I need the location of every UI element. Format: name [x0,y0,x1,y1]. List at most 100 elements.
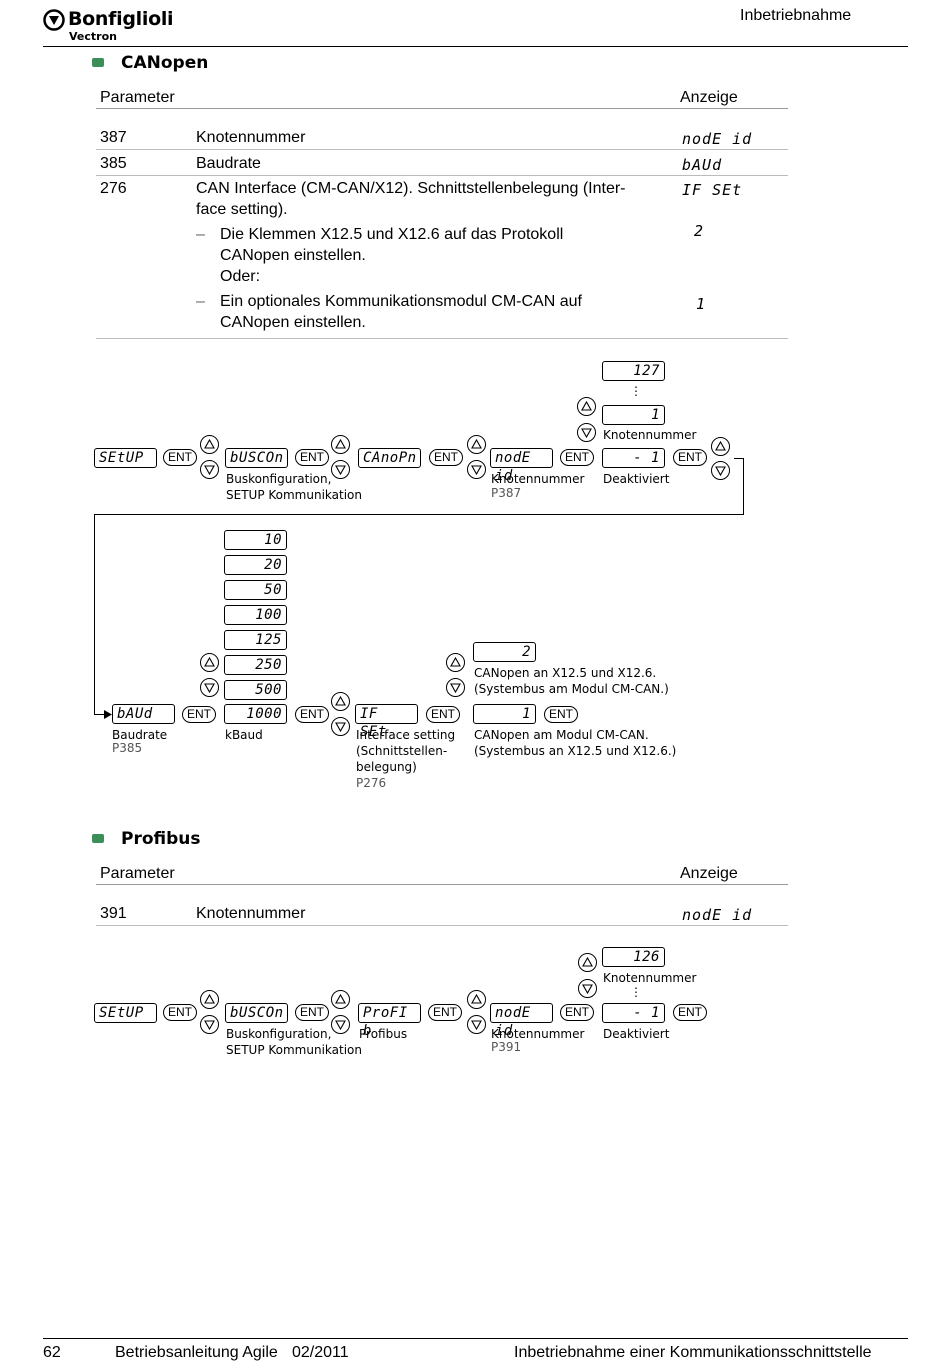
list-dash: – [196,293,205,310]
param-display: bAUd [682,156,723,174]
param-text: Knotennummer [196,905,306,922]
table-rule [96,338,788,339]
param-num: 385 [100,155,127,172]
col-parameter: Parameter [100,89,175,106]
up-arrow-icon[interactable] [467,990,486,1009]
option-text: CANopen einstellen. [220,314,366,331]
ent-button[interactable]: ENT [295,449,329,466]
lcd-rate: 100 [224,605,287,625]
caption: Knotennummer [491,472,585,486]
up-arrow-icon[interactable] [467,435,486,454]
up-arrow-icon[interactable] [331,435,350,454]
up-arrow-icon[interactable] [446,653,465,672]
caption: (Systembus an X12.5 und X12.6.) [474,744,677,758]
lcd-profib: ProFI b [358,1003,421,1039]
ent-button[interactable]: ENT [182,706,216,723]
down-arrow-icon[interactable] [446,678,465,697]
list-dash: – [196,226,205,243]
caption: Profibus [359,1027,408,1041]
option-display: 2 [694,222,705,240]
lcd-buscon: bUSCOn [225,1003,288,1023]
option-text: CANopen einstellen. [220,247,366,264]
param-ref: P387 [491,486,522,500]
ent-button[interactable]: ENT [295,1004,329,1021]
section-bullet-icon [92,58,104,67]
lcd-value: 127 [602,361,665,381]
brand-name: Bonfiglioli [68,8,174,30]
up-arrow-icon[interactable] [200,435,219,454]
up-arrow-icon[interactable] [577,397,596,416]
up-arrow-icon[interactable] [200,653,219,672]
up-arrow-icon[interactable] [331,990,350,1009]
param-ref: P391 [491,1040,522,1054]
up-arrow-icon[interactable] [578,953,597,972]
ent-button[interactable]: ENT [163,1004,197,1021]
lcd-rate: 125 [224,630,287,650]
ent-button[interactable]: ENT [429,449,463,466]
caption: Buskonfiguration, [226,1027,332,1041]
down-arrow-icon[interactable] [467,460,486,479]
ent-button[interactable]: ENT [560,449,594,466]
lcd-rate: 10 [224,530,287,550]
caption: Knotennummer [491,1027,585,1041]
ent-button[interactable]: ENT [295,706,329,723]
section-bullet-icon [92,834,104,843]
caption: Deaktiviert [603,1027,670,1041]
down-arrow-icon[interactable] [200,678,219,697]
option-text: Ein optionales Kommunikationsmodul CM-CA… [220,293,582,310]
ent-button[interactable]: ENT [544,706,578,723]
lcd-rate: 500 [224,680,287,700]
down-arrow-icon[interactable] [331,1015,350,1034]
lcd-canopn: CAnoPn [358,448,421,468]
ent-button[interactable]: ENT [560,1004,594,1021]
down-arrow-icon[interactable] [577,423,596,442]
lcd-rate: 250 [224,655,287,675]
ellipsis: ⋮ [630,985,642,999]
lcd-baud: bAUd [112,704,175,724]
brand-sub: Vectron [69,30,117,43]
caption: SETUP Kommunikation [226,1043,362,1057]
ent-button[interactable]: ENT [673,449,707,466]
lcd-value: 1 [602,405,665,425]
table-rule [96,175,788,176]
param-display: nodE id [682,906,753,924]
param-ref: P276 [356,776,387,790]
param-text: CAN Interface (CM-CAN/X12). Schnittstell… [196,180,626,197]
param-ref: P385 [112,741,143,755]
param-num: 276 [100,180,127,197]
caption: Knotennummer [603,428,697,442]
lcd-rate: 50 [224,580,287,600]
down-arrow-icon[interactable] [331,460,350,479]
header-rule [43,46,908,47]
lcd-value: - 1 [602,448,665,468]
up-arrow-icon[interactable] [331,692,350,711]
ent-button[interactable]: ENT [673,1004,707,1021]
caption: Baudrate [112,728,168,742]
lcd-value: 2 [473,642,536,662]
down-arrow-icon[interactable] [578,979,597,998]
header-section-title: Inbetriebnahme [740,7,852,24]
down-arrow-icon[interactable] [711,461,730,480]
col-anzeige: Anzeige [680,865,738,882]
lcd-rate: 20 [224,555,287,575]
brand-logo-icon [43,9,65,31]
ent-button[interactable]: ENT [426,706,460,723]
option-text: Die Klemmen X12.5 und X12.6 auf das Prot… [220,226,564,243]
ent-button[interactable]: ENT [163,449,197,466]
ellipsis: ⋮ [630,384,642,398]
down-arrow-icon[interactable] [200,460,219,479]
param-display: nodE id [682,130,753,148]
down-arrow-icon[interactable] [331,717,350,736]
param-num: 391 [100,905,127,922]
ent-button[interactable]: ENT [428,1004,462,1021]
down-arrow-icon[interactable] [200,1015,219,1034]
caption: CANopen an X12.5 und X12.6. [474,666,657,680]
up-arrow-icon[interactable] [200,990,219,1009]
footer-chapter: Inbetriebnahme einer Kommunikationsschni… [514,1344,872,1361]
caption: belegung) [356,760,417,774]
down-arrow-icon[interactable] [467,1015,486,1034]
up-arrow-icon[interactable] [711,437,730,456]
canopen-title: CANopen [121,53,209,73]
lcd-ifset: IF SEt [355,704,418,740]
caption: (Schnittstellen- [356,744,448,758]
